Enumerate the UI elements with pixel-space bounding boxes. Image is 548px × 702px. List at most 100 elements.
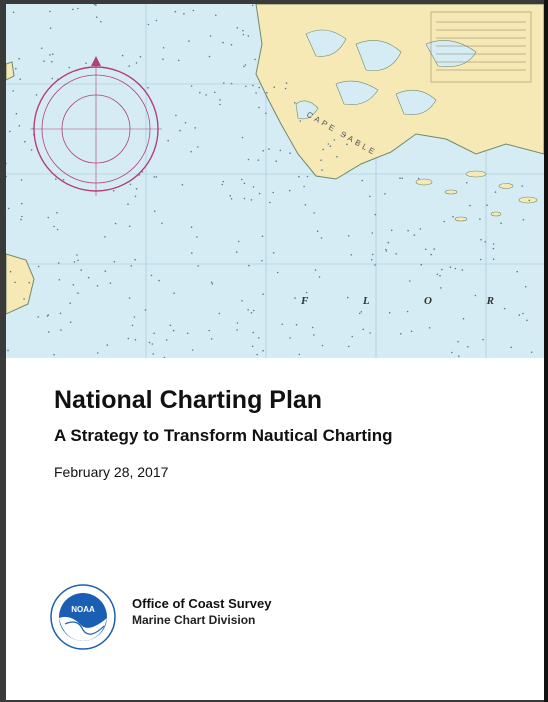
sounding-dot (162, 58, 164, 60)
sounding-dot (256, 353, 258, 356)
sounding-dot (250, 199, 253, 201)
sounding-dot (467, 346, 469, 348)
sounding-dot (134, 258, 136, 261)
sounding-dot (47, 216, 49, 219)
noaa-logo-text: NOAA (71, 605, 95, 614)
sounding-dot (152, 353, 154, 355)
sounding-dot (387, 241, 390, 244)
sounding-dot (261, 259, 263, 262)
sounding-dot (209, 35, 212, 37)
sounding-dot (53, 353, 55, 356)
sounding-dot (211, 283, 214, 285)
sounding-dot (245, 85, 247, 88)
sounding-dot (151, 343, 154, 345)
sounding-dot (6, 175, 7, 178)
inland-water (295, 29, 477, 120)
sounding-dot (265, 112, 267, 115)
sounding-dot (106, 344, 109, 346)
sounding-dot (241, 178, 243, 181)
sounding-dot (243, 197, 246, 200)
sounding-dot (49, 54, 51, 56)
sounding-dot (262, 293, 264, 296)
sounding-dot (58, 279, 61, 281)
sounding-dot (252, 84, 254, 87)
sounding-dot (133, 316, 136, 318)
sounding-dot (462, 317, 465, 320)
sounding-dot (191, 252, 193, 254)
sounding-dot (51, 60, 53, 63)
sounding-dot (266, 91, 268, 94)
sounding-dot (258, 192, 261, 195)
sounding-dot (252, 186, 255, 188)
sounding-dot (327, 143, 330, 145)
sounding-dot (77, 292, 79, 294)
sounding-dot (43, 60, 45, 62)
sounding-dot (230, 43, 233, 46)
depth-soundings (6, 4, 533, 358)
sounding-dot (482, 338, 484, 341)
sounding-dot (55, 178, 57, 180)
sounding-dot (500, 222, 502, 224)
sounding-dot (247, 309, 249, 311)
sounding-dot (188, 40, 190, 42)
compass-rose (30, 56, 162, 196)
sounding-dot (289, 152, 291, 154)
sounding-dot (15, 67, 17, 70)
sounding-dot (148, 341, 151, 344)
sounding-dot (316, 230, 319, 232)
sounding-dot (87, 276, 90, 279)
sounding-dot (480, 238, 482, 241)
sounding-dot (40, 47, 43, 49)
sounding-dot (252, 331, 255, 334)
sounding-dot (358, 312, 361, 315)
sounding-dot (222, 41, 224, 44)
noaa-logo: NOAA (50, 584, 116, 650)
sounding-dot (230, 82, 233, 85)
sounding-dot (272, 191, 275, 194)
sounding-dot (461, 269, 464, 271)
sounding-dot (350, 254, 353, 256)
sounding-dot (21, 215, 23, 218)
sounding-dot (62, 178, 65, 181)
sounding-dot (167, 139, 169, 142)
sounding-dot (298, 175, 300, 178)
sounding-dot (24, 140, 26, 143)
sounding-dot (255, 92, 257, 94)
sounding-dot (439, 274, 441, 277)
sounding-dot (321, 344, 324, 347)
sounding-dot (262, 349, 264, 352)
sounding-dot (144, 309, 147, 311)
sounding-dot (452, 215, 454, 218)
sounding-dot (215, 14, 217, 17)
sounding-dot (104, 270, 107, 272)
document-subtitle: A Strategy to Transform Nautical Chartin… (54, 426, 393, 445)
sounding-dot (466, 182, 468, 184)
sounding-dot (199, 91, 201, 94)
sounding-dot (244, 64, 247, 66)
sounding-dot (165, 339, 168, 341)
sounding-dot (524, 285, 527, 288)
sounding-dot (360, 311, 363, 313)
sounding-dot (72, 284, 75, 286)
sounding-dot (242, 33, 245, 36)
sounding-dot (127, 203, 129, 205)
sounding-dot (457, 340, 459, 343)
sounding-dot (77, 7, 79, 10)
sounding-dot (121, 54, 124, 57)
sounding-dot (100, 20, 102, 23)
sounding-dot (469, 204, 471, 207)
sounding-dot (371, 253, 374, 256)
sounding-dot (113, 260, 116, 263)
sounding-dot (153, 332, 155, 335)
sounding-dot (321, 169, 323, 171)
sounding-dot (18, 125, 21, 127)
sounding-dot (279, 149, 282, 152)
sounding-dot (49, 27, 52, 30)
sounding-dot (95, 4, 97, 6)
sounding-dot (273, 86, 276, 88)
sounding-dot (242, 29, 244, 32)
sounding-dot (96, 285, 99, 287)
sounding-dot (320, 237, 323, 239)
sounding-dot (410, 330, 413, 333)
sounding-dot (59, 312, 62, 315)
